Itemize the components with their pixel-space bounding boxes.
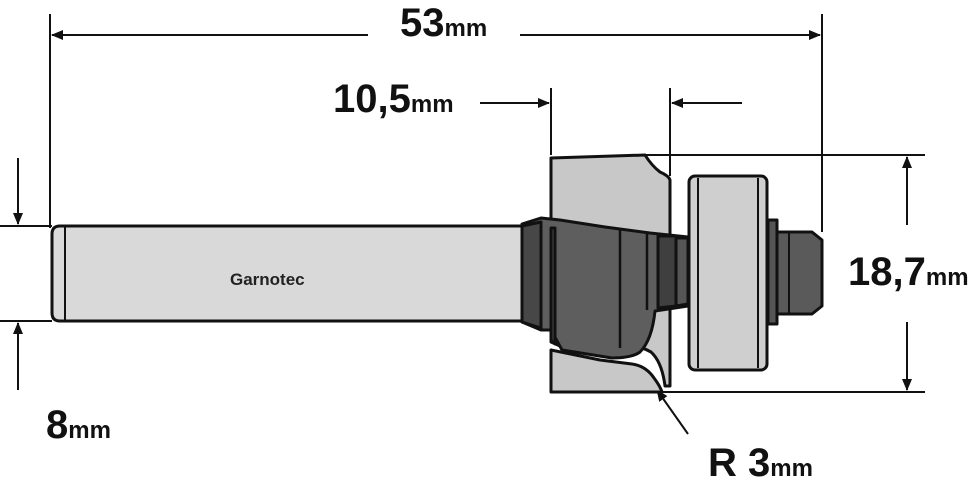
bearing-screw (766, 218, 824, 326)
cutting-length-dimension: 10,5mm (333, 77, 742, 121)
overall-length-dimension: 53mm (51, 1, 821, 45)
shank-diameter-label: 8mm (46, 403, 111, 447)
radius-label: R 3mm (708, 441, 813, 480)
brand-label: Garnotec (230, 270, 305, 289)
shank-diameter-dimension: 8mm (13, 158, 111, 447)
radius-dimension: R 3mm (656, 389, 813, 480)
bearing (687, 174, 769, 372)
cutting-length-label: 10,5mm (333, 77, 454, 121)
diameter-dimension: 18,7mm (848, 156, 969, 391)
shank: Garnotec (50, 224, 527, 323)
extension-lines (0, 14, 925, 393)
diameter-label: 18,7mm (848, 250, 969, 294)
cutter-body (520, 216, 690, 360)
overall-length-label: 53mm (400, 1, 487, 45)
